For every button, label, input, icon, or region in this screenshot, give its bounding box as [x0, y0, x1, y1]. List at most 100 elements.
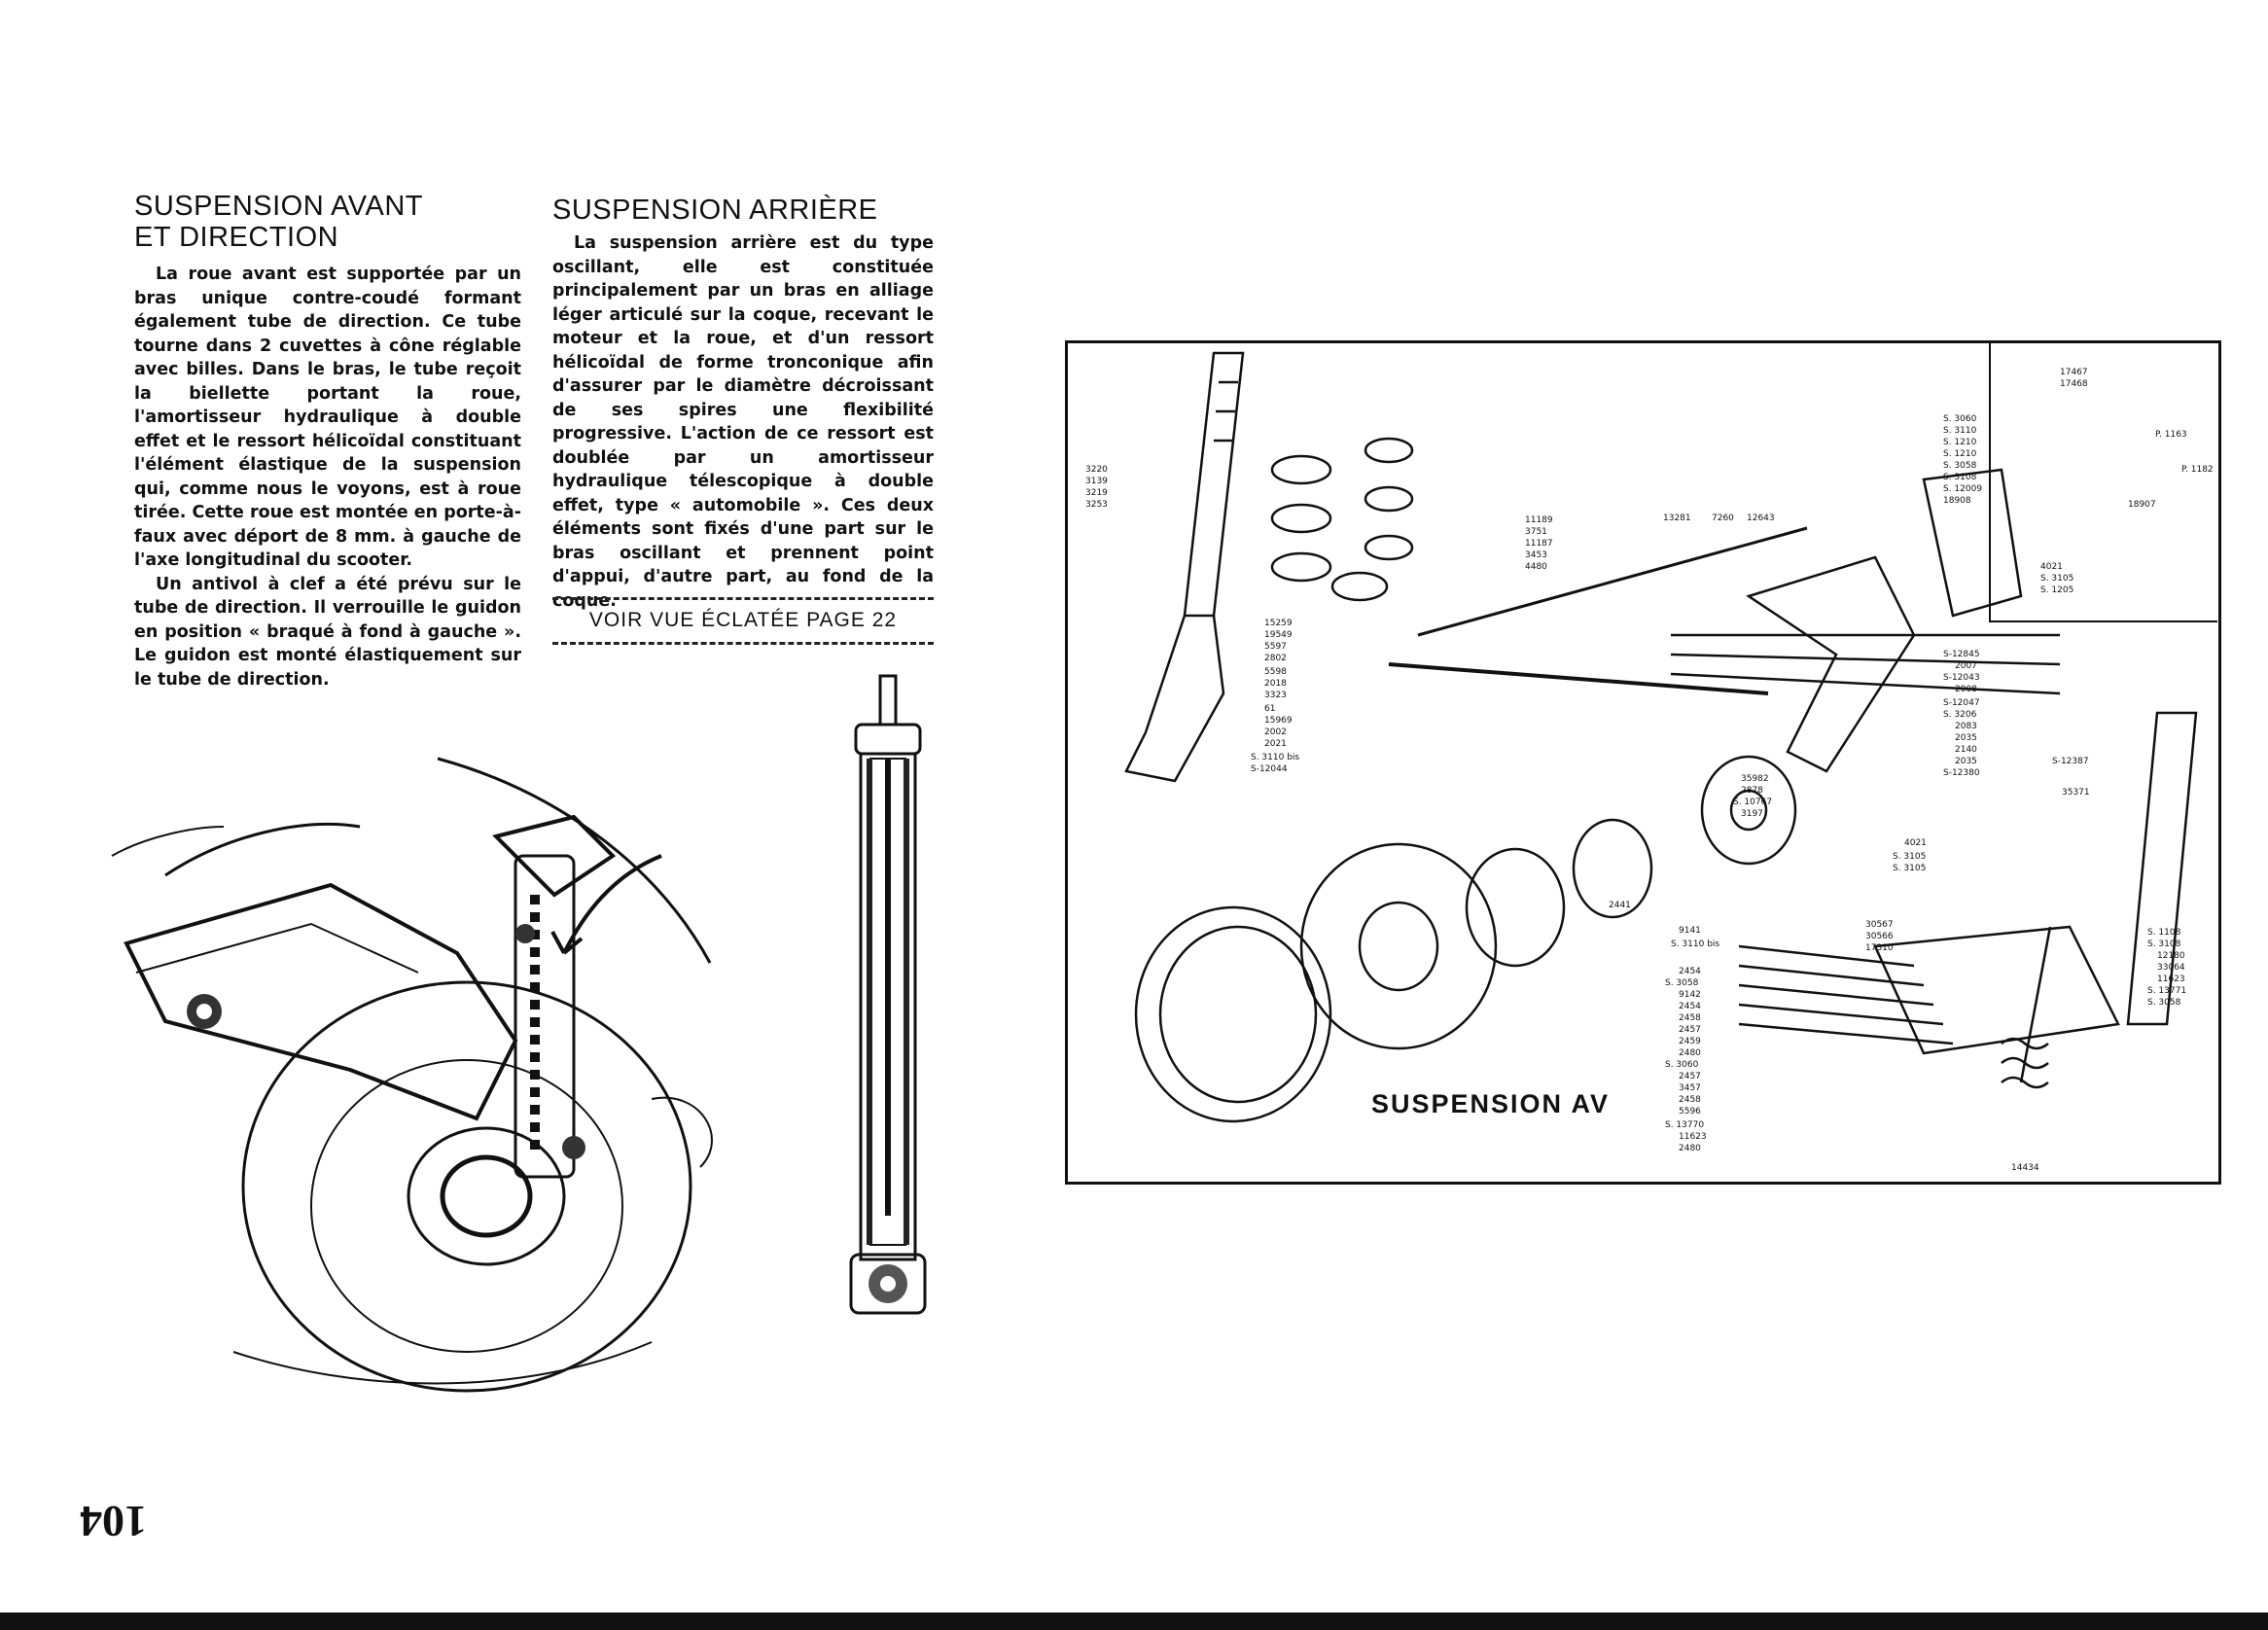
label-15969: 15969	[1264, 716, 1293, 726]
label-ll1: 2454	[1679, 967, 1701, 976]
label-2018: 2018	[1264, 679, 1287, 689]
label-ll3: 9142	[1679, 990, 1701, 1000]
label-2021: 2021	[1264, 739, 1287, 749]
diagram-caption: SUSPENSION AV	[1371, 1089, 1611, 1118]
label-ll14: S. 13770	[1665, 1120, 1704, 1130]
label-l4: 9141	[1679, 926, 1701, 936]
label-inset-2: 17468	[2060, 379, 2088, 389]
label-c3: S. 10767	[1733, 797, 1772, 807]
label-13281: 13281	[1663, 514, 1691, 523]
label-19549: 19549	[1264, 630, 1293, 640]
label-s-3110-bis: S. 3110 bis	[1251, 753, 1299, 762]
label-lr8: 14434	[2011, 1163, 2039, 1173]
label-11189: 11189	[1525, 515, 1553, 525]
exploded-diagram: 3220 3139 3219 3253 11189 3751 11187 345…	[1085, 351, 2214, 1173]
label-rm6: S. 3206	[1943, 710, 1977, 720]
rear-suspension-text: La suspension arrière est du type oscill…	[552, 231, 934, 613]
rule-top	[552, 597, 934, 600]
label-ll15: 11623	[1679, 1132, 1707, 1142]
label-lr1: S. 1108	[2147, 928, 2181, 938]
label-l8: 17310	[1865, 943, 1894, 953]
label-3139: 3139	[1085, 477, 1108, 486]
label-r4: S. 1210	[1943, 449, 1977, 459]
label-c5: 2441	[1609, 901, 1631, 910]
label-15259: 15259	[1264, 619, 1293, 628]
heading-front-line1: SUSPENSION AVANT	[134, 191, 423, 222]
label-s-12044: S-12044	[1251, 764, 1288, 774]
label-3219: 3219	[1085, 488, 1108, 498]
label-rm9: 2140	[1955, 745, 1977, 755]
heading-rear-suspension: SUSPENSION ARRIÈRE	[552, 195, 878, 226]
rear-paragraph-1: La suspension arrière est du type oscill…	[552, 233, 934, 611]
label-2802: 2802	[1264, 654, 1287, 663]
label-inset-6: 4021	[2040, 562, 2063, 572]
label-lr2: S. 3108	[2147, 939, 2181, 949]
label-r2: S. 3110	[1943, 426, 1977, 436]
label-lr5: 11623	[2157, 974, 2185, 984]
label-l2: S. 3105	[1893, 852, 1926, 862]
label-inset-4: P. 1182	[2181, 465, 2214, 475]
label-inset-5: 18907	[2128, 500, 2156, 510]
label-r1: S. 3060	[1943, 414, 1977, 424]
label-l5: S. 3110 bis	[1671, 939, 1719, 949]
label-inset-1: 17467	[2060, 368, 2088, 377]
rule-bottom	[552, 642, 934, 645]
front-paragraph-1: La roue avant est supportée par un bras …	[134, 265, 521, 570]
page-number: 104	[80, 1497, 147, 1546]
label-ll2: S. 3058	[1665, 978, 1699, 988]
label-5597: 5597	[1264, 642, 1287, 652]
label-rm12: S-12387	[2052, 757, 2089, 766]
label-inset-7: S. 3105	[2040, 574, 2073, 584]
label-3323: 3323	[1264, 691, 1287, 700]
label-l7: 30566	[1865, 932, 1894, 941]
label-c2: 2878	[1741, 786, 1763, 796]
label-inset-8: S. 1205	[2040, 585, 2073, 595]
label-r7: S. 12009	[1943, 484, 1982, 494]
label-3253: 3253	[1085, 500, 1108, 510]
label-inset-3: P. 1163	[2155, 430, 2187, 440]
label-r5: S. 3058	[1943, 461, 1977, 471]
label-ll8: 2480	[1679, 1048, 1701, 1058]
label-61: 61	[1264, 704, 1275, 714]
label-12643: 12643	[1747, 514, 1775, 523]
heading-front-suspension: SUSPENSION AVANT ET DIRECTION	[134, 191, 423, 253]
label-lr3: 12180	[2157, 951, 2185, 961]
label-ll10: 2457	[1679, 1072, 1701, 1081]
label-ll13: 5596	[1679, 1107, 1701, 1116]
label-lr7: S. 3058	[2147, 998, 2181, 1008]
label-ll6: 2457	[1679, 1025, 1701, 1035]
label-l6: 30567	[1865, 920, 1894, 930]
label-l3: S. 3105	[1893, 864, 1926, 873]
label-rm1: S-12845	[1943, 650, 1980, 659]
label-l1: 4021	[1904, 838, 1927, 848]
label-c1: 35982	[1741, 774, 1769, 784]
heading-front-line2: ET DIRECTION	[134, 222, 339, 253]
label-rm7: 2083	[1955, 722, 1977, 731]
label-rm8: 2035	[1955, 733, 1977, 743]
label-11187: 11187	[1525, 539, 1553, 549]
label-ll4: 2454	[1679, 1002, 1701, 1011]
cross-reference: VOIR VUE ÉCLATÉE PAGE 22	[588, 609, 898, 631]
label-rm2: 2007	[1955, 661, 1977, 671]
label-ll16: 2480	[1679, 1144, 1701, 1153]
scan-edge-bar	[0, 1612, 2268, 1630]
label-rm3: S-12043	[1943, 673, 1980, 683]
shock-absorber-illustration	[849, 674, 927, 1315]
front-suspension-illustration	[111, 757, 713, 1393]
front-paragraph-2: Un antivol à clef a été prévu sur le tub…	[134, 574, 521, 690]
label-c4: 3197	[1741, 809, 1763, 819]
exploded-diagram-frame	[1065, 340, 2221, 1185]
label-r3: S. 1210	[1943, 438, 1977, 447]
front-suspension-text: La roue avant est supportée par un bras …	[134, 263, 521, 691]
label-lr6: S. 13771	[2147, 986, 2186, 996]
label-ll11: 3457	[1679, 1083, 1701, 1093]
label-rm11: S-12380	[1943, 768, 1980, 778]
label-ll7: 2459	[1679, 1037, 1701, 1046]
label-r6: S. 3108	[1943, 473, 1977, 482]
label-4480: 4480	[1525, 562, 1547, 572]
label-7260: 7260	[1712, 514, 1734, 523]
label-ll9: S. 3060	[1665, 1060, 1699, 1070]
diagram-inset-frame	[1989, 343, 2217, 622]
label-5598: 5598	[1264, 667, 1287, 677]
label-3220: 3220	[1085, 465, 1108, 475]
